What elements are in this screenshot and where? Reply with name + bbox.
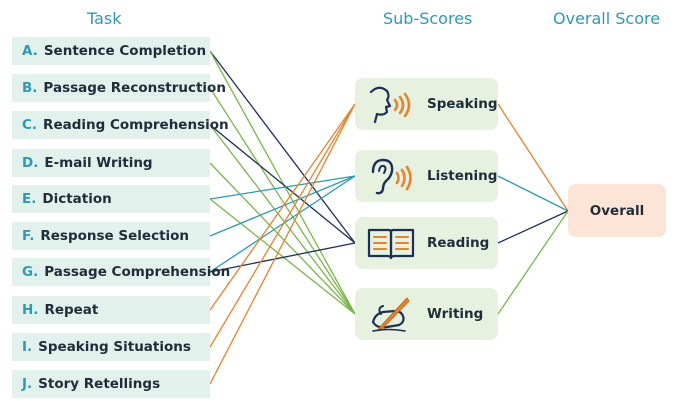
task-label: Story Retellings bbox=[38, 376, 161, 392]
connector-c-reading bbox=[209, 124, 356, 244]
task-item-f: F. Response Selection bbox=[12, 222, 210, 250]
sub-score-writing: Writing bbox=[355, 288, 498, 340]
connector-c-writing bbox=[209, 124, 356, 315]
sub-score-label: Reading bbox=[427, 235, 490, 251]
task-item-e: E. Dictation bbox=[12, 185, 210, 213]
task-label: Sentence Completion bbox=[43, 43, 207, 59]
task-label: Response Selection bbox=[40, 228, 190, 244]
sub-score-reading: Reading bbox=[355, 217, 498, 269]
connector-reading-overall bbox=[497, 210, 569, 244]
sub-score-label: Listening bbox=[427, 168, 498, 184]
connector-writing-overall bbox=[497, 210, 569, 315]
task-letter: G. bbox=[22, 264, 39, 280]
task-letter: A. bbox=[22, 43, 38, 59]
overall-score-box: Overall bbox=[568, 184, 666, 237]
overall-label: Overall bbox=[589, 202, 645, 219]
connector-i-speaking bbox=[209, 103, 356, 348]
task-item-g: G. Passage Comprehension bbox=[12, 258, 230, 286]
connector-a-reading bbox=[209, 50, 356, 244]
task-letter: I. bbox=[22, 339, 33, 355]
connector-a-writing bbox=[209, 50, 356, 315]
task-letter: B. bbox=[22, 80, 38, 96]
sub-score-speaking: Speaking bbox=[355, 78, 498, 130]
task-letter: E. bbox=[22, 191, 37, 207]
sub-score-label: Speaking bbox=[427, 96, 498, 112]
speaking-icon bbox=[369, 86, 411, 124]
connector-h-speaking bbox=[209, 103, 356, 311]
sub-scores-column-header: Sub-Scores bbox=[383, 9, 473, 28]
connector-j-speaking bbox=[209, 103, 356, 385]
task-item-a: A. Sentence Completion bbox=[12, 37, 210, 65]
task-label: Passage Comprehension bbox=[44, 264, 231, 280]
task-item-c: C. Reading Comprehension bbox=[12, 111, 229, 139]
task-item-h: H. Repeat bbox=[12, 296, 210, 324]
reading-icon bbox=[367, 228, 415, 260]
connector-g-reading bbox=[209, 242, 356, 273]
connector-g-listening bbox=[209, 175, 356, 273]
task-label: Repeat bbox=[44, 302, 99, 318]
task-letter: C. bbox=[22, 117, 38, 133]
task-letter: D. bbox=[22, 155, 39, 171]
task-item-d: D. E-mail Writing bbox=[12, 149, 210, 177]
task-label: E-mail Writing bbox=[44, 155, 153, 171]
task-label: Speaking Situations bbox=[38, 339, 191, 355]
task-label: Dictation bbox=[42, 191, 112, 207]
task-item-j: J. Story Retellings bbox=[12, 370, 210, 398]
task-letter: F. bbox=[22, 228, 35, 244]
connector-b-writing bbox=[209, 87, 356, 315]
listening-icon bbox=[371, 158, 412, 195]
task-label: Passage Reconstruction bbox=[43, 80, 226, 96]
task-item-b: B. Passage Reconstruction bbox=[12, 74, 226, 102]
connector-d-writing bbox=[209, 162, 356, 315]
task-letter: H. bbox=[22, 302, 39, 318]
overall-score-column-header: Overall Score bbox=[553, 9, 661, 28]
connector-e-writing bbox=[209, 198, 356, 315]
connector-listening-overall bbox=[497, 175, 569, 212]
connector-e-listening bbox=[209, 175, 356, 200]
connector-speaking-overall bbox=[497, 103, 569, 212]
sub-score-label: Writing bbox=[427, 306, 484, 322]
task-letter: J. bbox=[22, 376, 33, 392]
task-item-i: I. Speaking Situations bbox=[12, 333, 210, 361]
writing-icon bbox=[371, 297, 410, 332]
task-label: Reading Comprehension bbox=[43, 117, 229, 133]
task-column-header: Task bbox=[87, 9, 122, 28]
sub-score-listening: Listening bbox=[355, 150, 498, 202]
